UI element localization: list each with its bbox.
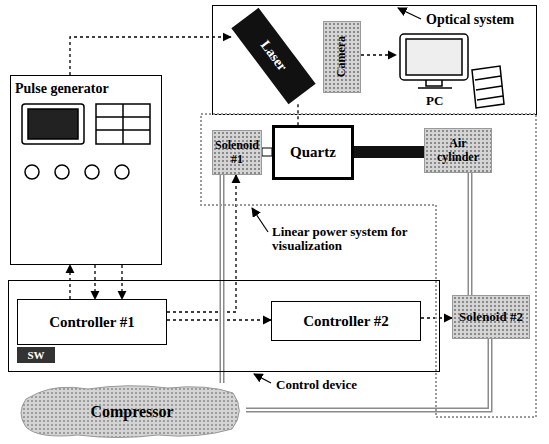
signal-line [122, 265, 123, 299]
device-box: Pulse generator [10, 75, 162, 265]
air-pipe [470, 173, 471, 295]
node-label: Controller #1 [49, 314, 135, 331]
node-label: Solenoid #1 [215, 139, 259, 165]
air-pipe [246, 339, 490, 410]
cylinder-box: Air cylinder [424, 128, 492, 173]
region-box: Control deviceController #1SWController … [8, 280, 440, 372]
signal-line [167, 320, 271, 321]
signal-line [361, 55, 396, 56]
signal-line [95, 265, 96, 299]
air-pipe [222, 175, 223, 383]
region-box: Linear power system for visualizationSol… [200, 113, 537, 418]
node-label: PC [426, 94, 443, 108]
node-label: Compressor [90, 403, 173, 421]
node-label: SW [27, 349, 44, 361]
region-box: Optical systemLaser CameraPC [212, 5, 537, 115]
pulse-generator-panel [22, 104, 150, 179]
node-label: Optical system [426, 12, 514, 27]
node-label: Quartz [290, 144, 336, 161]
node-label: Controller #2 [303, 313, 389, 330]
node-label: Control device [276, 378, 357, 392]
node-label: Linear power system for visualization [272, 225, 437, 254]
pc-box: PC [396, 31, 508, 113]
signal-line [70, 265, 71, 299]
leader-arrow [252, 8, 421, 383]
node-label: Solenoid #2 [459, 310, 523, 324]
node-label: Laser [257, 38, 290, 75]
solenoid-box: Solenoid #2 [452, 295, 530, 339]
switch-box: SW [17, 347, 55, 363]
node-label: Pulse generator [15, 81, 109, 96]
compressor-cloud: Compressor [18, 383, 246, 440]
camera-box: Camera [323, 21, 361, 93]
signal-line [167, 175, 236, 312]
node-label: Camera [335, 36, 348, 77]
node-label: Air cylinder [427, 137, 489, 163]
signal-line [70, 37, 231, 75]
pc-icon [400, 34, 504, 108]
laser-box: Laser [231, 8, 315, 104]
controller-box: Controller #1 [17, 299, 167, 345]
controller-box: Controller #2 [271, 301, 421, 341]
solenoid-box: Solenoid #1 [212, 130, 262, 175]
quartz-box: Quartz [272, 125, 354, 180]
